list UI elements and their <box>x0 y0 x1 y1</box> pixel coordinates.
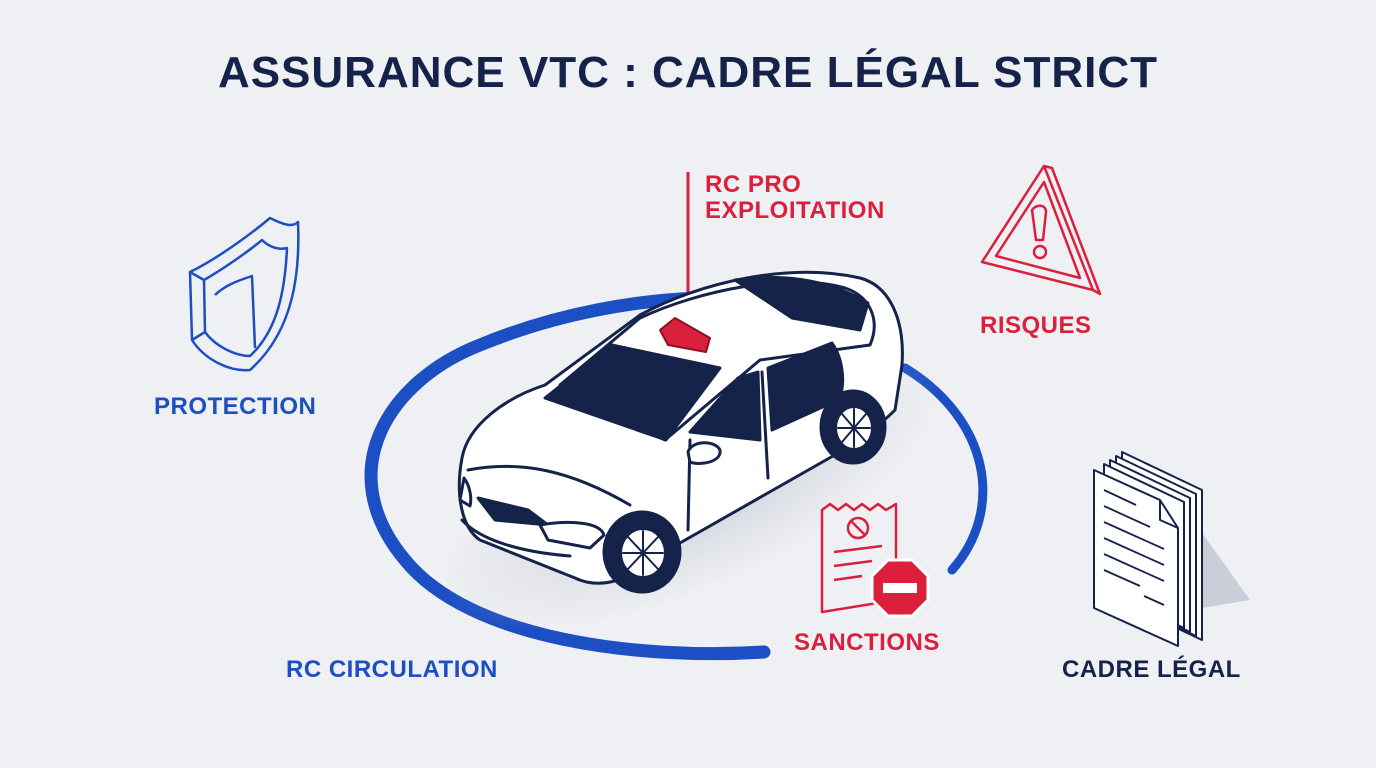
label-sanctions: SANCTIONS <box>794 629 940 656</box>
label-protection: PROTECTION <box>154 393 317 420</box>
warning-triangle-icon <box>980 164 1102 296</box>
shield-icon <box>188 216 300 372</box>
document-stack-icon <box>1093 451 1250 647</box>
label-rc-circulation: RC CIRCULATION <box>286 656 498 683</box>
vtc-car-illustration <box>439 270 941 631</box>
label-risques: RISQUES <box>980 312 1092 339</box>
label-rc-pro-exploitation: RC PRO EXPLOITATION <box>705 171 885 225</box>
label-cadre-legal: CADRE LÉGAL <box>1062 656 1241 683</box>
page-title: ASSURANCE VTC : CADRE LÉGAL STRICT <box>217 48 1159 97</box>
fine-ticket-stop-icon <box>820 502 930 618</box>
